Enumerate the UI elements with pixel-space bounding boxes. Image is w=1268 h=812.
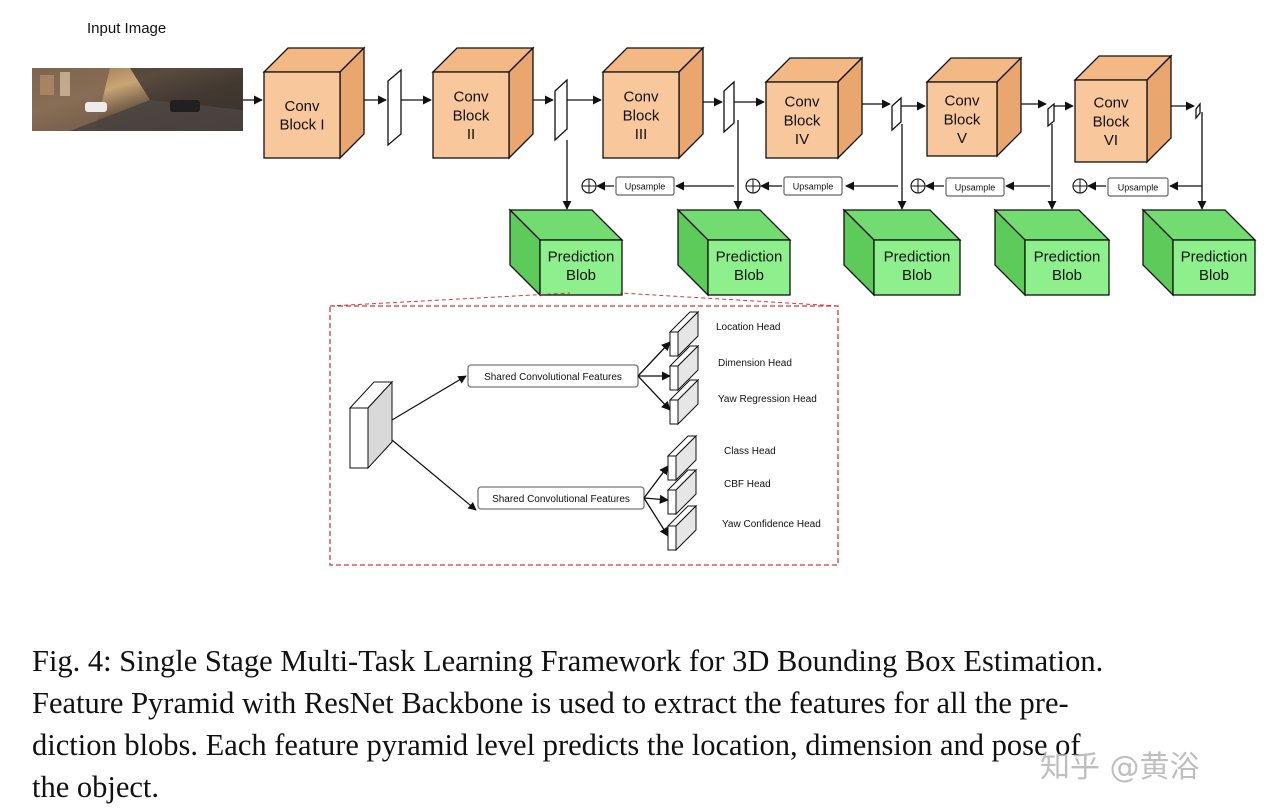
- shared-features-bottom-label: Shared Convolutional Features: [492, 494, 630, 505]
- prediction-blob-label: Blob: [1199, 267, 1229, 284]
- conv-block-label: Block I: [279, 117, 324, 134]
- head-label: Location Head: [716, 322, 781, 333]
- head-feature-slab: [666, 504, 698, 552]
- detail-input-feature: [348, 380, 394, 470]
- prediction-blob-label: Blob: [1052, 267, 1082, 284]
- arrow: [637, 341, 671, 377]
- prediction-blob-label: Blob: [902, 267, 932, 284]
- prediction-blob-label: Blob: [734, 267, 764, 284]
- upsample-unit: Upsample: [1072, 177, 1169, 197]
- prediction-blobs: PredictionBlobPredictionBlobPredictionBl…: [508, 208, 1257, 297]
- conv-block-label: Conv: [1093, 95, 1129, 112]
- conv-block-label: V: [957, 130, 967, 147]
- conv-block-label: Block: [944, 111, 981, 128]
- conv-block-label: Conv: [784, 94, 820, 111]
- connection-arrows: [243, 95, 1207, 210]
- detail-dashed-border: [329, 305, 839, 566]
- arrow: [637, 375, 671, 411]
- conv-block-label: Block: [453, 107, 490, 124]
- prediction-blob-label: Prediction: [1181, 248, 1248, 265]
- feature-map: [554, 78, 568, 142]
- conv-block-label: Conv: [284, 98, 320, 115]
- head-label: Yaw Confidence Head: [722, 519, 821, 530]
- input-image: [32, 68, 243, 131]
- input-image-label: Input Image: [87, 20, 166, 37]
- upsample-label: Upsample: [793, 182, 834, 192]
- conv-block-label: III: [635, 126, 648, 143]
- arrow: [643, 465, 669, 499]
- feature-map: [1195, 102, 1201, 120]
- upsample-label: Upsample: [955, 183, 996, 193]
- conv-block-label: Conv: [944, 93, 980, 110]
- conv-block-label: IV: [795, 131, 809, 148]
- prediction-blob-label: Prediction: [548, 248, 615, 265]
- prediction-blob-detail: Shared Convolutional Features Shared Con…: [329, 305, 839, 566]
- caption-line: Fig. 4: Single Stage Multi-Task Learning…: [32, 644, 1104, 678]
- upsample-box: [783, 176, 843, 196]
- head-feature-slab: [668, 310, 700, 358]
- arrow: [643, 494, 669, 504]
- head-feature-slab: [666, 468, 698, 516]
- caption-line: diction blobs. Each feature pyramid leve…: [32, 728, 1081, 762]
- upsample-box: [945, 177, 1005, 197]
- zoom-guide-left: [329, 292, 571, 307]
- head-label: Yaw Regression Head: [718, 394, 817, 405]
- zoom-guide-right: [619, 292, 839, 307]
- arrow: [643, 497, 669, 537]
- conv-block-label: Conv: [453, 89, 489, 106]
- prediction-blob-label: Prediction: [1034, 248, 1101, 265]
- prediction-blob-label: Prediction: [884, 248, 951, 265]
- conv-block-label: VI: [1104, 132, 1118, 149]
- head-feature-slab: [666, 434, 698, 482]
- prediction-blob-label: Blob: [566, 267, 596, 284]
- arrow-to-shared-bottom: [391, 439, 477, 511]
- prediction-blob-label: Prediction: [716, 248, 783, 265]
- conv-block-label: Block: [784, 112, 821, 129]
- caption-line: the object.: [32, 770, 160, 804]
- figure-caption: Fig. 4: Single Stage Multi-Task Learning…: [32, 640, 1262, 808]
- feature-maps: [387, 68, 1201, 147]
- head-label: CBF Head: [724, 479, 771, 490]
- head-feature-slab: [668, 344, 700, 392]
- upsample-path: Upsample Upsample Upsample Upsample: [581, 176, 1202, 197]
- feature-map: [1047, 102, 1055, 128]
- head-label: Dimension Head: [718, 358, 792, 369]
- arrow-to-shared-top: [391, 375, 467, 421]
- conv-block-label: II: [467, 126, 475, 143]
- upsample-unit: Upsample: [745, 176, 843, 196]
- conv-block-label: Conv: [623, 89, 659, 106]
- upsample-label: Upsample: [1118, 183, 1159, 193]
- head-label: Class Head: [724, 446, 776, 457]
- feature-map: [723, 80, 735, 134]
- feature-map: [891, 96, 902, 132]
- conv-block-label: Block: [623, 107, 660, 124]
- head-feature-slab: [668, 378, 700, 426]
- upsample-label: Upsample: [625, 182, 666, 192]
- caption-line: Feature Pyramid with ResNet Backbone is …: [32, 686, 1069, 720]
- shared-features-top-label: Shared Convolutional Features: [484, 372, 622, 383]
- upsample-unit: Upsample: [910, 177, 1005, 197]
- watermark: 知乎 @黄浴: [1040, 750, 1200, 785]
- feature-map: [387, 68, 402, 147]
- upsample-box: [615, 176, 675, 196]
- upsample-unit: Upsample: [581, 176, 675, 196]
- conv-block-label: Block: [1093, 113, 1130, 130]
- upsample-box: [1107, 177, 1169, 197]
